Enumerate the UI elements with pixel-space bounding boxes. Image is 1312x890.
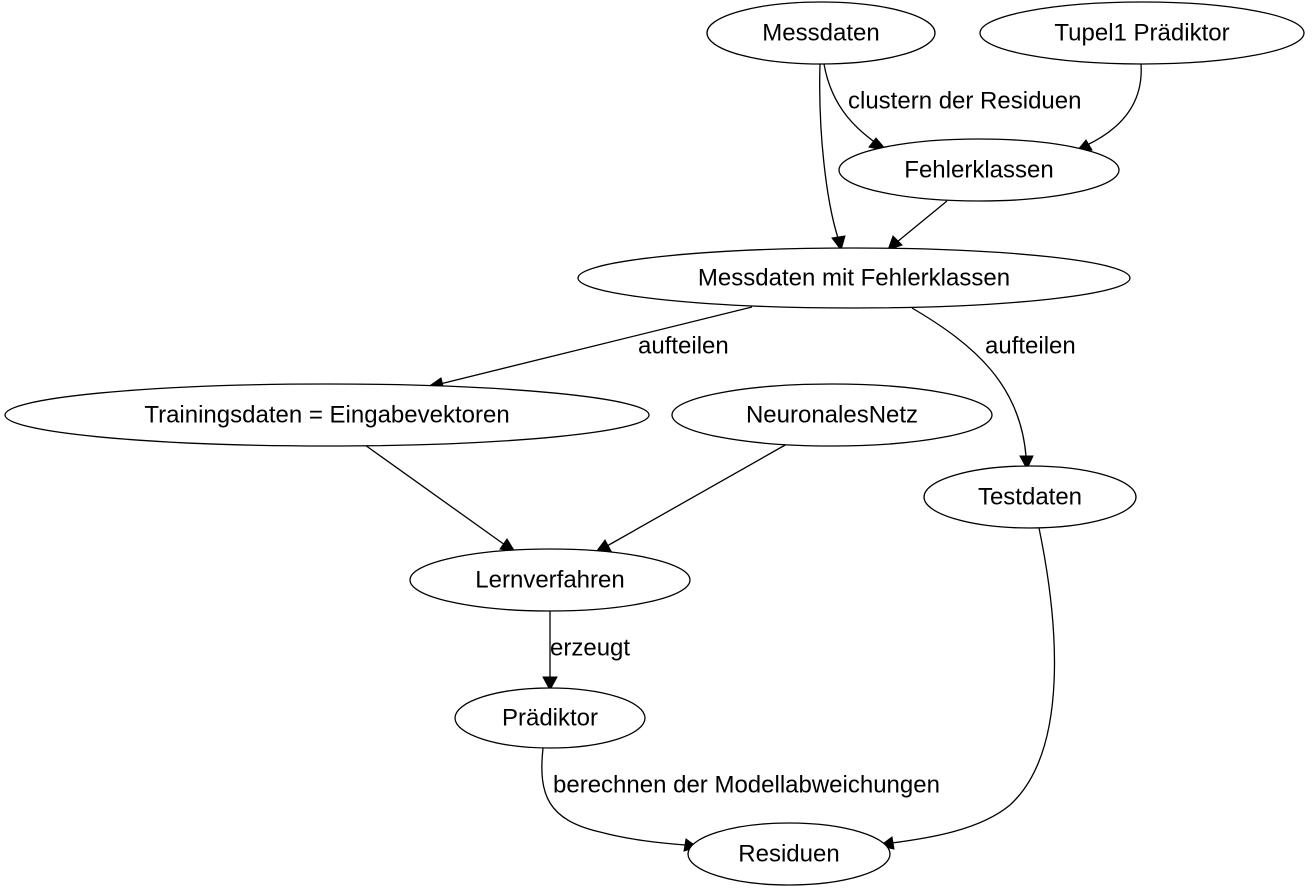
node-label-neuronales-netz: NeuronalesNetz — [746, 402, 918, 429]
edge-testdaten-residuen — [891, 527, 1056, 844]
edge-mmf-testdaten — [911, 307, 1027, 457]
node-label-lernverfahren: Lernverfahren — [475, 567, 624, 594]
node-testdaten: Testdaten — [923, 465, 1137, 529]
node-messdaten: Messdaten — [706, 1, 936, 65]
edge-messdaten-mmf — [819, 63, 839, 239]
node-label-messdaten-mit-fehlerklassen: Messdaten mit Fehlerklassen — [698, 265, 1010, 292]
edge-label-clustern: clustern der Residuen — [848, 88, 1081, 115]
node-label-trainingsdaten: Trainingsdaten = Eingabevektoren — [144, 402, 509, 429]
arrowhead-mmf-left — [831, 235, 846, 252]
edge-label-berechnen: berechnen der Modellabweichungen — [553, 772, 940, 799]
node-label-messdaten: Messdaten — [762, 20, 879, 47]
edge-trainingsdaten-lernverfahren — [364, 444, 506, 546]
node-label-tupel-praediktor: Tupel1 Prädiktor — [1054, 20, 1229, 47]
edge-label-aufteilen-right: aufteilen — [985, 333, 1076, 360]
node-trainingsdaten: Trainingsdaten = Eingabevektoren — [4, 383, 650, 447]
edge-tupel-fehlerklassen — [1084, 63, 1142, 147]
node-lernverfahren: Lernverfahren — [409, 548, 691, 612]
node-label-fehlerklassen: Fehlerklassen — [904, 157, 1053, 184]
edge-mmf-trainingsdaten — [439, 306, 753, 385]
node-neuronales-netz: NeuronalesNetz — [671, 383, 993, 447]
edge-label-erzeugt: erzeugt — [550, 635, 630, 662]
nodes: Messdaten Tupel1 Prädiktor Fehlerklassen… — [4, 1, 1305, 886]
edge-label-aufteilen-left: aufteilen — [638, 333, 729, 360]
arrowhead-mmf-right — [887, 235, 903, 251]
node-fehlerklassen: Fehlerklassen — [838, 138, 1120, 202]
node-tupel-praediktor: Tupel1 Prädiktor — [979, 1, 1305, 65]
edge-praediktor-residuen — [541, 747, 686, 846]
edge-labels: clustern der Residuen aufteilen aufteile… — [550, 88, 1081, 799]
arrowhead-testdaten — [1019, 455, 1034, 471]
edge-fehlerklassen-mmf — [896, 200, 948, 243]
node-messdaten-mit-fehlerklassen: Messdaten mit Fehlerklassen — [577, 247, 1131, 309]
node-label-residuen: Residuen — [738, 841, 839, 868]
edge-netz-lernverfahren — [606, 443, 788, 547]
node-praediktor: Prädiktor — [454, 687, 646, 749]
node-label-testdaten: Testdaten — [978, 484, 1082, 511]
node-label-praediktor: Prädiktor — [502, 705, 598, 732]
edges — [364, 63, 1142, 852]
node-residuen: Residuen — [687, 822, 891, 886]
arrowhead-praediktor — [542, 676, 558, 692]
